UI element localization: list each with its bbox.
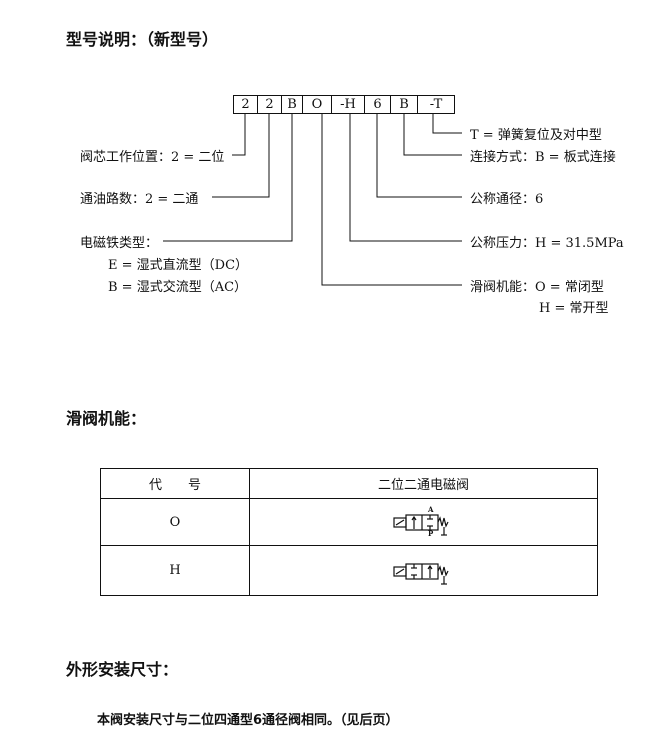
install-note: 本阀安装尺寸与二位四通型6通径阀相同。（见后页） bbox=[97, 713, 399, 728]
table-row: H bbox=[100, 545, 598, 596]
normally-closed-valve-symbol-icon bbox=[392, 514, 449, 536]
header-code: 代 号 bbox=[100, 468, 250, 499]
row-code: O bbox=[100, 498, 250, 546]
code-box-reset: -T bbox=[417, 95, 455, 114]
port-p-label: P bbox=[428, 529, 434, 538]
model-section-title: 型号说明：（新型号） bbox=[66, 30, 219, 49]
label-size: 公称通径：6 bbox=[470, 192, 544, 207]
label-connection: 连接方式：B = 板式连接 bbox=[470, 150, 616, 165]
label-positions: 阀芯工作位置：2 = 二位 bbox=[80, 150, 225, 165]
row-symbol-cell bbox=[249, 545, 598, 596]
install-section-title: 外形安装尺寸： bbox=[66, 660, 179, 679]
row-code: H bbox=[100, 545, 250, 596]
label-ways: 通油路数：2 = 二通 bbox=[80, 192, 199, 207]
row-symbol-cell bbox=[249, 498, 598, 546]
label-solenoid-b: B = 湿式交流型（AC） bbox=[108, 280, 248, 295]
table-header-row: 代 号 二位二通电磁阀 bbox=[100, 468, 598, 499]
label-pressure: 公称压力：H = 31.5MPa bbox=[470, 236, 624, 251]
label-spool: 滑阀机能：O = 常闭型 bbox=[470, 280, 604, 295]
label-solenoid-e: E = 湿式直流型（DC） bbox=[108, 258, 249, 273]
header-valve: 二位二通电磁阀 bbox=[249, 468, 598, 499]
spool-function-table: 代 号 二位二通电磁阀 O H bbox=[100, 468, 598, 596]
spool-section-title: 滑阀机能： bbox=[66, 409, 147, 428]
port-a-label: A bbox=[428, 505, 434, 514]
label-solenoid: 电磁铁类型： bbox=[80, 236, 159, 251]
normally-open-valve-symbol-icon bbox=[392, 562, 449, 585]
label-reset: T = 弹簧复位及对中型 bbox=[470, 128, 602, 143]
label-spool-h: H = 常开型 bbox=[539, 301, 609, 316]
table-row: O bbox=[100, 498, 598, 546]
